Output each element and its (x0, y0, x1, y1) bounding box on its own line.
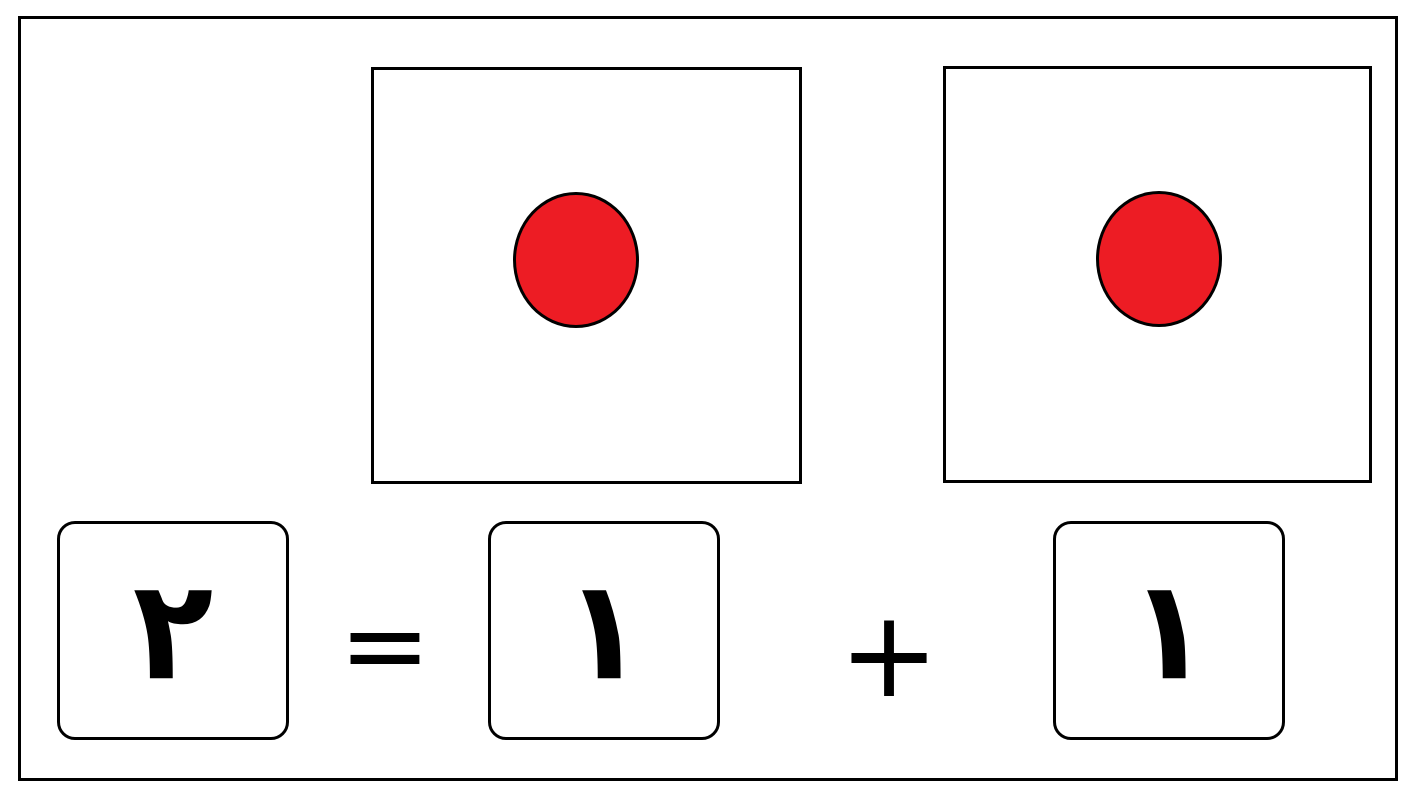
operand-b-number-box: ١ (1053, 521, 1285, 740)
dot-panel-right (943, 66, 1372, 483)
operand-b-numeral: ١ (1128, 549, 1210, 712)
operand-a-number-box: ١ (488, 521, 720, 740)
equals-sign: = (338, 581, 432, 709)
red-dot (513, 192, 639, 328)
red-dot (1096, 191, 1222, 327)
result-number-box: ٢ (57, 521, 289, 740)
dot-panel-left (371, 67, 802, 484)
operand-a-numeral: ١ (563, 549, 645, 712)
plus-sign: + (838, 586, 940, 725)
result-numeral: ٢ (132, 549, 214, 712)
